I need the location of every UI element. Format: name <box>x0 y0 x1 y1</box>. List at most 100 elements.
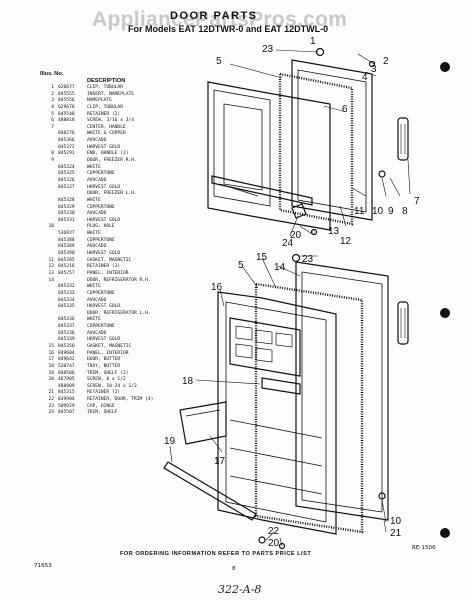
description-cell: CLIP, TUBULAR <box>87 85 123 90</box>
part-no-cell: 488809 <box>58 383 75 389</box>
screw-bottom <box>278 542 286 550</box>
refrigerator-shelf-trim <box>163 461 257 521</box>
part-no-cell: 848506 <box>58 370 75 376</box>
parts-row: 4 629676 CLIP, TUBULAR <box>44 105 214 112</box>
description-cell: WHITE <box>87 317 101 323</box>
description-cell: AVOCADO <box>87 244 107 250</box>
illus-no-cell: 2 <box>51 91 54 97</box>
part-no-cell: 845333 <box>58 290 75 296</box>
illus-no-cell: 10 <box>48 224 54 230</box>
description-cell: COPPERTONE <box>87 290 115 296</box>
callout-18: 18 <box>182 376 194 387</box>
part-no-cell: 845507 <box>58 410 75 416</box>
part-no-cell: 845372 <box>58 144 75 150</box>
nameplate-clip <box>368 60 376 68</box>
description-cell: END, HANDLE (2) <box>87 151 129 157</box>
callout-labels: 23 1 2 3 4 5 6 7 8 9 10 11 12 13 20 24 2… <box>164 36 420 549</box>
part-no-cell: 629676 <box>58 104 75 110</box>
illus-no-cell: 14 <box>48 277 54 283</box>
footer-code: 71653 <box>34 563 52 569</box>
callout-5-middle: 5 <box>238 260 244 271</box>
description-cell: COPPERTONE <box>87 204 115 210</box>
callout-4: 4 <box>362 72 368 83</box>
refrigerator-handle <box>397 301 409 345</box>
description-cell: PANEL, INTERIOR <box>87 270 129 276</box>
part-no-cell: 845336 <box>58 317 75 323</box>
part-no-cell: 845388 <box>58 237 75 243</box>
callout-20-top: 20 <box>290 230 302 241</box>
page-subtitle: For Models EAT 12DTWR-0 and EAT 12DTWL-0 <box>128 24 329 34</box>
description-cell: RETAINER (3) <box>87 264 121 270</box>
description-cell: DOOR, REFRIGERATOR L.H. <box>87 310 151 316</box>
callout-23-middle: 23 <box>302 254 314 265</box>
part-no-cell: 845338 <box>58 330 75 336</box>
illus-no-cell: 5 <box>51 111 54 117</box>
screw-top <box>310 228 318 236</box>
refrigerator-gasket <box>254 282 364 534</box>
callout-13: 13 <box>328 226 340 237</box>
header-illus-no: Illus. No. <box>40 71 64 77</box>
freezer-handle <box>397 117 409 161</box>
description-cell: CLIP, TUBULAR <box>87 104 123 110</box>
part-no-cell: 845335 <box>58 304 75 310</box>
part-no-cell: 849604 <box>58 350 75 356</box>
description-cell: GASKET, MAGNETIC <box>87 343 132 349</box>
part-no-cell: 845366 <box>58 138 75 144</box>
description-cell: HARVEST GOLD <box>87 144 121 150</box>
description-cell: RETAINER (2) <box>87 390 121 396</box>
parts-list-header: Illus. No. DESCRIPTION <box>40 71 214 85</box>
callout-7: 7 <box>414 196 420 207</box>
description-cell: HARVEST GOLD <box>87 217 121 223</box>
description-cell: HARVEST GOLD <box>87 184 121 190</box>
parts-row: DOOR, FREEZER L.H. <box>44 191 214 198</box>
description-cell: SCREW, 10-24 x 1/2 <box>87 383 137 389</box>
illus-no-cell: 4 <box>51 104 54 110</box>
description-cell: HARVEST GOLD <box>87 251 121 257</box>
refrigerator-door-outer <box>295 261 389 521</box>
hinge-cap-middle <box>291 253 301 263</box>
parts-row: DOOR, REFRIGERATOR L.H. <box>44 311 214 318</box>
description-cell: RETAINER, DOOR, TRIM (4) <box>87 397 154 403</box>
description-cell: TRIM, SHELF <box>87 410 118 416</box>
description-cell: AVOCADO <box>87 177 107 183</box>
description-cell: CAP, HINGE <box>87 403 115 409</box>
part-no-cell: 845257 <box>58 270 75 276</box>
callout-16: 16 <box>211 282 223 293</box>
callout-10-bottom: 10 <box>390 516 402 527</box>
description-cell: GASKET, MAGNETIC <box>87 257 132 263</box>
hole-plug-bottom <box>378 492 386 500</box>
ordering-note: FOR ORDERING INFORMATION REFER TO PARTS … <box>120 551 312 557</box>
part-no-cell: 845332 <box>58 284 75 290</box>
part-no-cell: 845329 <box>58 204 75 210</box>
illus-no-cell: 8 <box>51 151 54 157</box>
description-cell: CENTER, HANDLE <box>87 124 126 130</box>
illus-no-cell: 21 <box>48 390 54 396</box>
callout-19: 19 <box>164 436 176 447</box>
description-cell: COPPERTONE <box>87 237 115 243</box>
callout-2: 2 <box>383 56 389 67</box>
illus-no-cell: 20 <box>48 377 54 383</box>
description-cell: WHITE <box>87 197 101 203</box>
parts-row: 845329 COPPERTONE <box>44 205 214 212</box>
callout-12: 12 <box>340 236 352 247</box>
illus-no-cell: 15 <box>48 343 54 349</box>
freezer-shelf-trim <box>211 175 313 206</box>
description-cell: SCREW, 3/16 x 3/4 <box>87 118 135 124</box>
illus-no-cell: 19 <box>48 370 54 376</box>
